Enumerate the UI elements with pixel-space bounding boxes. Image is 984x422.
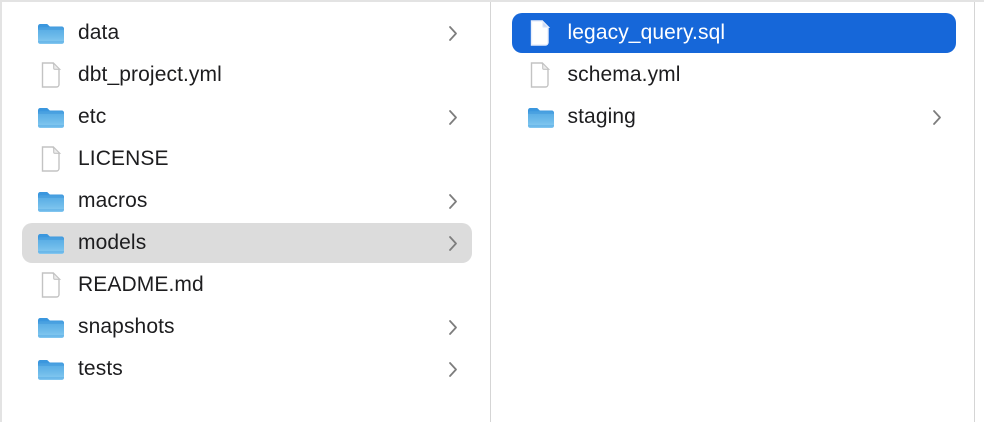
row-icon-slot [36, 145, 66, 173]
window-border-left [0, 0, 2, 422]
file-icon [41, 62, 61, 88]
folder-icon [38, 233, 64, 254]
row-icon-slot [36, 187, 66, 215]
chevron-right-icon [448, 193, 462, 210]
item-label: legacy_query.sql [567, 21, 726, 44]
row-icon-slot [526, 103, 556, 131]
chevron-right-icon [448, 235, 462, 252]
row-icon-slot [526, 19, 556, 47]
row-icon-slot [36, 271, 66, 299]
folder-icon [38, 23, 64, 44]
chevron-right-icon [932, 109, 946, 126]
item-label: schema.yml [567, 63, 681, 86]
row-icon-slot [36, 19, 66, 47]
folder-icon [527, 107, 554, 128]
file-row[interactable]: legacy_query.sql [511, 13, 956, 53]
row-icon-slot [526, 61, 556, 89]
item-label: data [78, 21, 120, 44]
file-row[interactable]: schema.yml [512, 55, 957, 95]
row-icon-slot [36, 355, 66, 383]
chevron-right-icon [448, 109, 462, 126]
file-row[interactable]: tests [22, 349, 472, 389]
file-row[interactable]: LICENSE [22, 139, 472, 179]
item-label: models [78, 231, 147, 254]
file-row[interactable]: models [22, 223, 472, 263]
item-label: tests [78, 357, 123, 380]
file-icon [530, 62, 551, 88]
item-label: LICENSE [78, 147, 169, 170]
file-row[interactable]: snapshots [22, 307, 472, 347]
file-row[interactable]: macros [22, 181, 472, 221]
column-project-root: data dbt_project.yml [2, 2, 491, 422]
file-icon [41, 272, 61, 298]
item-label: etc [78, 105, 107, 128]
row-icon-slot [36, 103, 66, 131]
row-icon-slot [36, 313, 66, 341]
folder-icon [38, 359, 64, 380]
chevron-right-icon [448, 361, 462, 378]
column-models-contents: legacy_query.sql schema.yml [491, 2, 975, 422]
item-label: README.md [78, 273, 204, 296]
row-icon-slot [36, 61, 66, 89]
file-row[interactable]: staging [512, 97, 957, 137]
chevron-right-icon [448, 319, 462, 336]
file-row[interactable]: etc [22, 97, 472, 137]
item-label: snapshots [78, 315, 175, 338]
file-row[interactable]: README.md [22, 265, 472, 305]
file-row[interactable]: data [22, 13, 472, 53]
file-icon [530, 20, 551, 46]
window-border-top [0, 0, 984, 2]
file-icon [41, 146, 61, 172]
item-label: staging [567, 105, 636, 128]
chevron-right-icon [448, 25, 462, 42]
row-icon-slot [36, 229, 66, 257]
folder-icon [38, 107, 64, 128]
item-label: macros [78, 189, 148, 212]
item-label: dbt_project.yml [78, 63, 222, 86]
file-row[interactable]: dbt_project.yml [22, 55, 472, 95]
folder-icon [38, 317, 64, 338]
folder-icon [38, 191, 64, 212]
